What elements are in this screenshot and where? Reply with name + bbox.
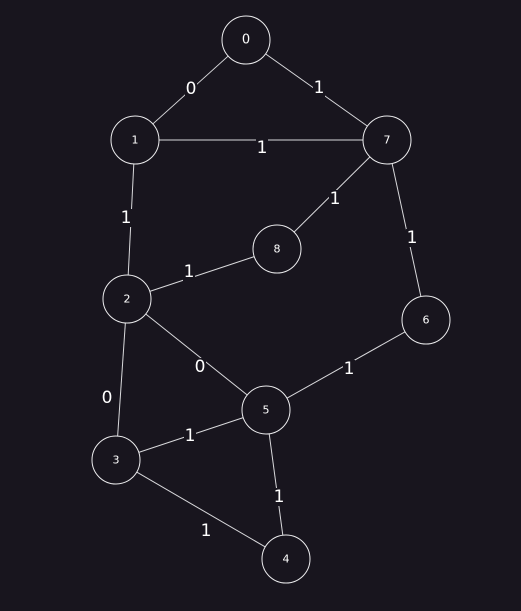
edge-0-1: 0 [152, 55, 229, 125]
node-label: 3 [113, 454, 120, 467]
edge-weight-label: 1 [330, 189, 341, 209]
edge-6-5: 1 [286, 331, 406, 399]
edge-weight-label: 0 [186, 79, 197, 99]
node-label: 4 [283, 553, 290, 566]
edge-5-4: 1 [268, 433, 285, 536]
edge-weight-label: 0 [102, 388, 113, 408]
edge-0-7: 1 [265, 53, 368, 127]
edge-7-6: 1 [391, 163, 422, 297]
node-2: 2 [102, 274, 152, 324]
edge-label-background [194, 358, 206, 376]
edge-2-5: 0 [145, 313, 248, 396]
node-circle [110, 115, 160, 165]
node-label: 5 [263, 404, 270, 417]
edge-weight-label: 1 [201, 521, 212, 541]
edge-weight-label: 1 [407, 228, 418, 248]
node-7: 7 [362, 115, 412, 165]
edge-weight-label: 0 [195, 357, 206, 377]
edge-7-8: 1 [293, 156, 371, 233]
edge-2-3: 0 [101, 322, 126, 437]
node-label: 6 [423, 314, 430, 327]
edge-label-background [184, 427, 196, 445]
edge-label-background [101, 389, 113, 407]
edge-weight-label: 1 [257, 138, 268, 158]
nodes-layer: 0 1 2 3 4 5 6 7 8 [91, 15, 451, 584]
edge-label-background [329, 190, 341, 208]
edge-2-8: 1 [149, 256, 255, 292]
edge-line-3-4 [136, 471, 266, 548]
node-circle [362, 115, 412, 165]
node-circle [221, 15, 271, 65]
node-circle [401, 295, 451, 345]
edge-line-2-8 [149, 256, 255, 292]
edge-label-background [120, 209, 132, 227]
node-8: 8 [252, 224, 302, 274]
edge-line-2-3 [117, 322, 126, 437]
edge-3-5: 1 [138, 417, 244, 453]
edge-weight-label: 1 [314, 78, 325, 98]
node-circle [102, 274, 152, 324]
node-1: 1 [110, 115, 160, 165]
node-4: 4 [261, 534, 311, 584]
edge-3-4: 1 [136, 471, 266, 548]
edge-label-background [273, 488, 285, 506]
edge-weight-label: 1 [274, 487, 285, 507]
edge-label-background [343, 360, 355, 378]
node-label: 1 [132, 134, 139, 147]
edge-1-7: 1 [159, 138, 363, 158]
edge-label-background [313, 79, 325, 97]
node-circle [241, 385, 291, 435]
edge-weight-label: 1 [121, 208, 132, 228]
edge-weight-label: 1 [185, 426, 196, 446]
edge-line-5-4 [268, 433, 284, 536]
edge-1-2: 1 [120, 163, 135, 276]
node-label: 7 [384, 134, 391, 147]
edge-line-2-5 [145, 313, 248, 396]
node-0: 0 [221, 15, 271, 65]
edge-label-background [185, 80, 197, 98]
edge-label-background [183, 263, 195, 281]
edges-layer: 0 1 1 1 1 1 1 0 0 1 1 1 1 [101, 53, 422, 548]
node-circle [252, 224, 302, 274]
node-circle [91, 435, 141, 485]
node-5: 5 [241, 385, 291, 435]
edge-weight-label: 1 [184, 262, 195, 282]
edge-weight-label: 1 [344, 359, 355, 379]
node-circle [261, 534, 311, 584]
node-label: 2 [124, 293, 131, 306]
edge-label-background [256, 139, 268, 157]
node-3: 3 [91, 435, 141, 485]
node-label: 0 [242, 33, 250, 48]
node-6: 6 [401, 295, 451, 345]
edge-label-background [406, 229, 418, 247]
edge-label-background [200, 522, 212, 540]
node-label: 8 [274, 243, 281, 256]
